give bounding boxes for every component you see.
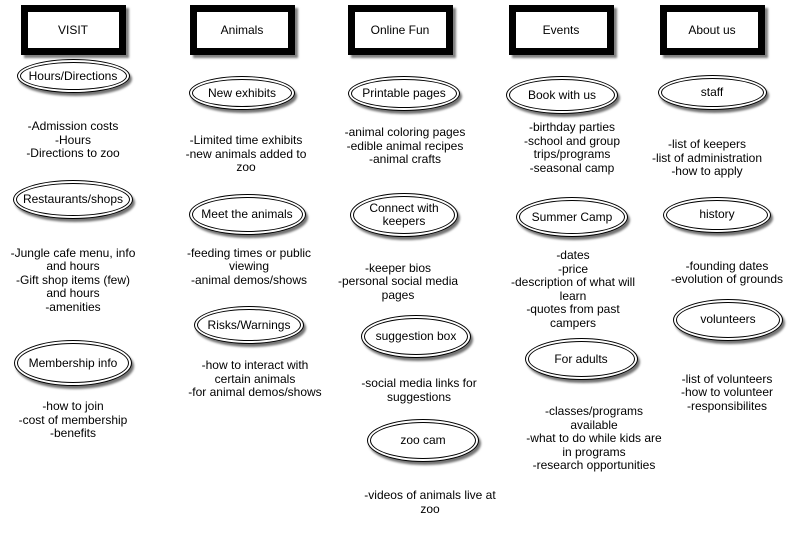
header-box-online-fun: Online Fun [347, 5, 453, 55]
header-label: Events [542, 22, 580, 37]
bullet-list-zoo-cam: -videos of animals live at zoo [364, 488, 496, 516]
bullet-list-suggestion-box: -social media links for suggestions [361, 376, 477, 404]
node-label: Restaurants/shops [22, 191, 124, 206]
bullet-list-membership-info: -how to join -cost of membership -benefi… [18, 399, 128, 440]
bullet-list-volunteers: -list of volunteers -how to volunteer -r… [680, 371, 774, 413]
header-label: About us [688, 22, 736, 37]
node-hours-directions: Hours/Directions [16, 59, 130, 93]
node-label: Connect with keepers [369, 200, 439, 228]
node-history: history [663, 196, 771, 233]
node-label: New exhibits [207, 85, 277, 100]
node-label: Membership info [28, 355, 118, 370]
node-printable-pages: Printable pages [348, 76, 460, 111]
node-zoo-cam: zoo cam [367, 419, 479, 462]
column-animals: Animals New exhibits -Limited time exhib… [167, 0, 322, 400]
column-online-fun: Online Fun Printable pages -animal color… [330, 0, 496, 516]
node-meet-the-animals: Meet the animals [188, 193, 306, 235]
bullet-list-restaurants-shops: -Jungle cafe menu, info and hours -Gift … [10, 245, 136, 314]
node-label: suggestion box [375, 329, 457, 343]
bullet-list-meet-the-animals: -feeding times or public viewing -animal… [186, 245, 312, 287]
node-summer-camp: Summer Camp [516, 197, 628, 237]
node-label: Printable pages [362, 86, 446, 100]
node-restaurants-shops: Restaurants/shops [13, 179, 133, 219]
node-label: staff [700, 85, 724, 99]
node-label: Hours/Directions [28, 68, 118, 83]
bullet-list-hours-directions: -Admission costs -Hours -Directions to z… [26, 119, 120, 160]
bullet-list-for-adults: -classes/programs available -what to do … [526, 404, 662, 472]
bullet-list-printable-pages: -animal coloring pages -edible animal re… [344, 125, 466, 166]
header-box-visit: VISIT [20, 5, 126, 55]
node-label: Summer Camp [531, 209, 613, 224]
node-label: Meet the animals [201, 206, 293, 221]
node-label: Risks/Warnings [207, 317, 291, 332]
node-label: zoo cam [400, 433, 446, 447]
node-label: Book with us [527, 87, 597, 102]
header-box-about-us: About us [659, 5, 765, 55]
node-label: volunteers [700, 312, 756, 326]
header-box-events: Events [508, 5, 614, 55]
column-about-us: About us staff -list of keepers -list of… [637, 0, 787, 413]
bullet-list-summer-camp: -dates -price -description of what will … [510, 248, 636, 330]
bullet-list-staff: -list of keepers -list of administration… [651, 137, 763, 178]
bullet-list-new-exhibits: -Limited time exhibits -new animals adde… [185, 133, 307, 174]
header-box-animals: Animals [189, 5, 295, 55]
node-risks-warnings: Risks/Warnings [194, 306, 304, 344]
node-book-with-us: Book with us [506, 76, 618, 114]
header-label: Online Fun [370, 22, 430, 37]
bullet-list-connect-with-keepers: -keeper bios -personal social media page… [337, 260, 459, 302]
node-staff: staff [657, 75, 767, 110]
node-label: history [699, 207, 735, 221]
node-volunteers: volunteers [673, 298, 783, 341]
node-connect-with-keepers: Connect with keepers [350, 192, 458, 237]
node-label: For adults [554, 351, 608, 366]
column-events: Events Book with us -birthday parties -s… [485, 0, 662, 473]
column-visit: VISIT Hours/Directions -Admission costs … [0, 0, 146, 441]
node-new-exhibits: New exhibits [189, 76, 295, 110]
header-label: VISIT [57, 22, 88, 37]
node-membership-info: Membership info [14, 340, 132, 386]
bullet-list-history: -founding dates -evolution of grounds [670, 258, 784, 286]
header-label: Animals [220, 22, 264, 37]
node-for-adults: For adults [524, 338, 638, 380]
bullet-list-book-with-us: -birthday parties -school and group trip… [523, 120, 621, 175]
node-suggestion-box: suggestion box [361, 315, 471, 358]
bullet-list-risks-warnings: -how to interact with certain animals -f… [188, 358, 322, 399]
